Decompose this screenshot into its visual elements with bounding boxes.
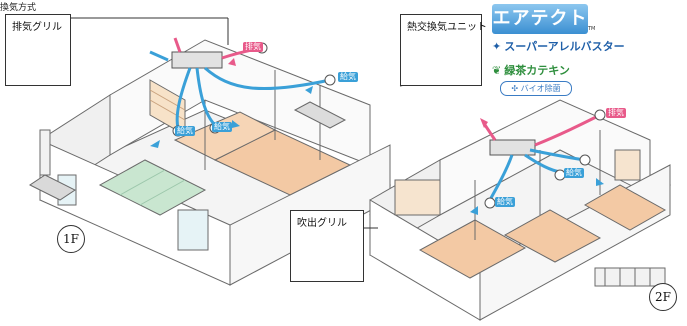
heat-exchange-unit-label: 熱交換気ユニット [407, 22, 487, 33]
heading-text: 換気方式 [0, 3, 37, 13]
exhaust-tag: 排気 [243, 42, 263, 52]
supply-tag: 給気 [338, 72, 358, 82]
supply-grille-label: 吹出グリル [297, 218, 347, 229]
second-floor-house [368, 99, 672, 321]
brand-feature-green-tea-label: 緑茶カテキン [504, 64, 570, 77]
brand-feature-super-allergy: ✦スーパーアレルバスター [492, 38, 625, 54]
heat-exchange-unit-callout: 熱交換気ユニット [400, 14, 487, 86]
sparkle-icon: ✦ [492, 40, 502, 53]
brand-feature-super-allergy-label: スーパーアレルバスター [504, 40, 625, 53]
brand-logo: エアテクト [492, 4, 588, 34]
floor-1f-tag: 1F [57, 225, 85, 253]
bio-icon: ✣ [511, 84, 519, 93]
first-floor-house [29, 39, 392, 286]
exhaust-grille-callout: 排気グリル [5, 14, 71, 86]
brand-feature-green-tea: ❦緑茶カテキン [492, 62, 570, 78]
trademark-text: TM [588, 26, 596, 32]
supply-tag: 給気 [212, 122, 232, 132]
floor-2f-tag: 2F [649, 283, 677, 311]
supply-tag: 給気 [175, 126, 195, 136]
exhaust-grille-label: 排気グリル [12, 22, 62, 33]
exhaust-tag: 排気 [606, 108, 626, 118]
first-floor-ducts [149, 37, 336, 148]
supply-grille-callout: 吹出グリル [290, 210, 364, 282]
brand-feature-bio-label: バイオ除菌 [520, 84, 561, 93]
supply-tag: 給気 [564, 168, 584, 178]
supply-tag: 給気 [495, 197, 515, 207]
second-floor-ducts [470, 109, 606, 215]
leaf-icon: ❦ [492, 64, 502, 77]
brand-feature-bio: ✣ バイオ除菌 [500, 81, 572, 96]
